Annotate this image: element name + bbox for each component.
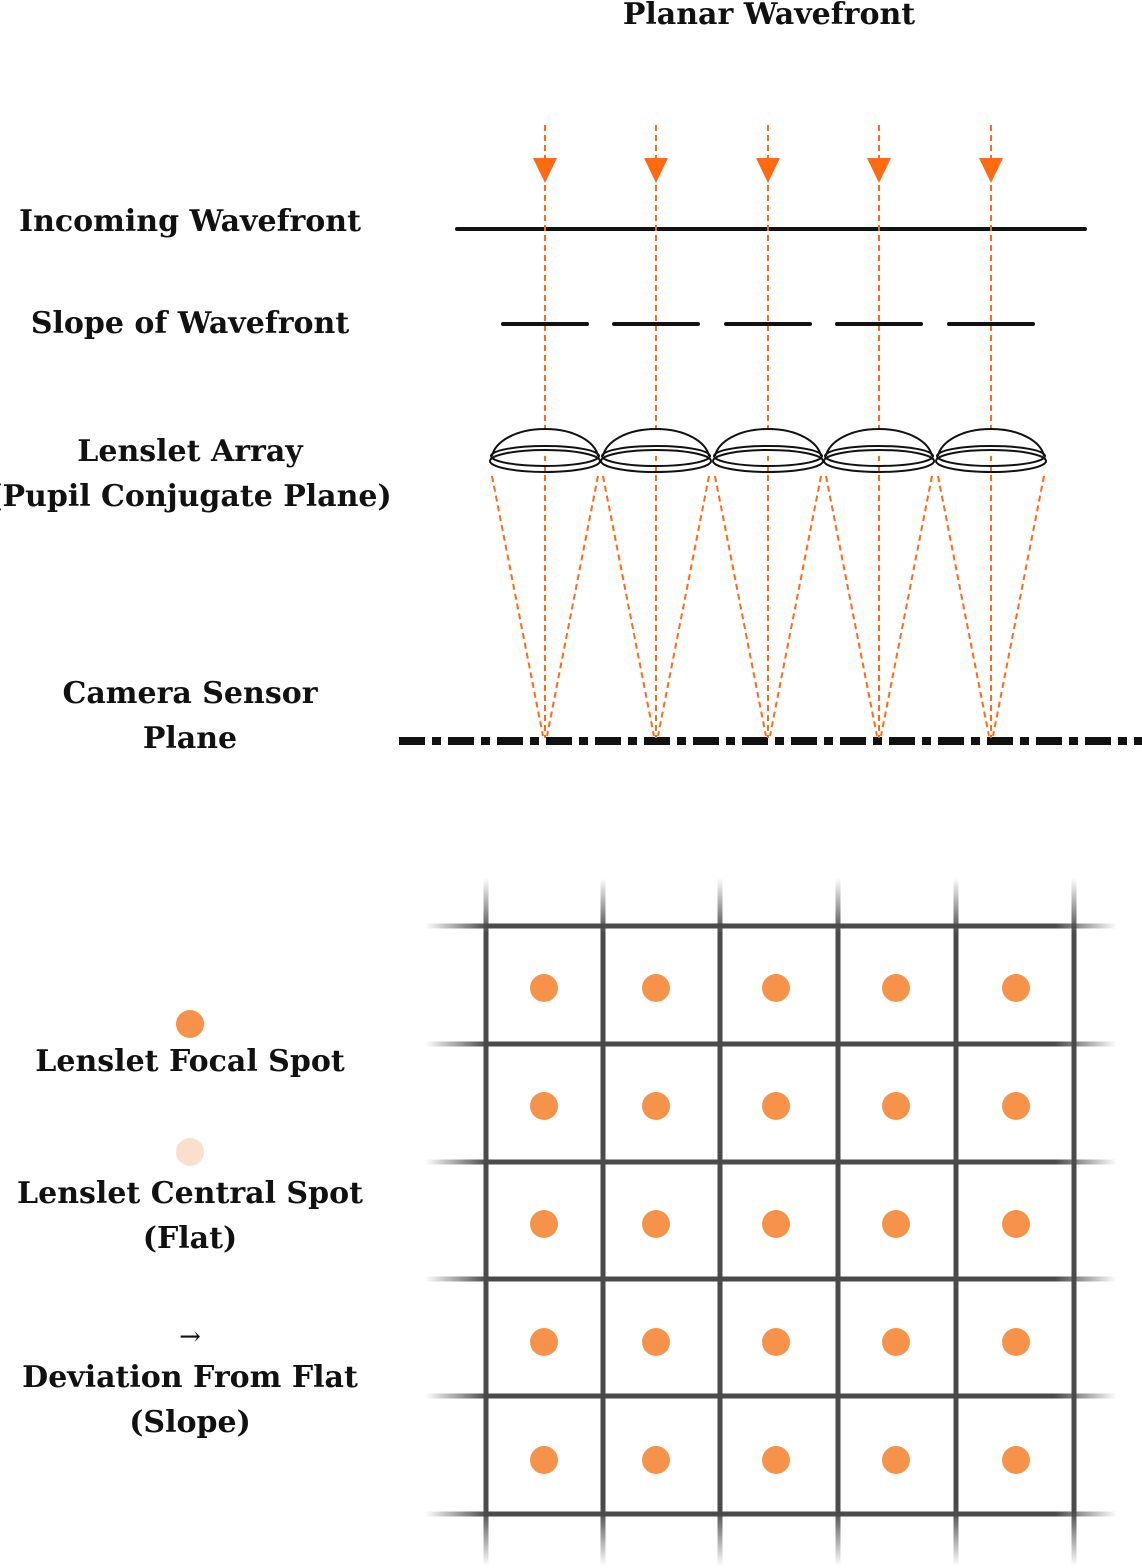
lenslet-focal-spot bbox=[1002, 1446, 1030, 1474]
lenslet-focal-spot bbox=[762, 1446, 790, 1474]
sensor-plane-label: Plane bbox=[143, 721, 237, 756]
grid-line-horizontal bbox=[425, 1276, 1117, 1282]
grid-line-vertical bbox=[953, 878, 959, 1566]
lenslet-focal-spot bbox=[762, 974, 790, 1002]
deviation-legend-label: Deviation From Flat bbox=[22, 1360, 358, 1395]
lenslet-focal-spot bbox=[882, 974, 910, 1002]
arrow-down-icon bbox=[756, 158, 780, 183]
grid-line-horizontal bbox=[425, 1041, 1117, 1047]
lenslet-array bbox=[489, 427, 1047, 473]
grid-line-horizontal bbox=[425, 1511, 1117, 1517]
lenslet-rim bbox=[601, 445, 711, 467]
lenslet-focal-spot bbox=[882, 1210, 910, 1238]
lenslet-focal-spot bbox=[762, 1210, 790, 1238]
focal-spots bbox=[530, 974, 1030, 1474]
slope-of-wavefront-label: Slope of Wavefront bbox=[31, 306, 350, 341]
lenslet-rim bbox=[713, 445, 823, 467]
lenslet-focal-spot bbox=[882, 1328, 910, 1356]
cone-ray bbox=[657, 475, 710, 737]
lenslet-base bbox=[600, 449, 712, 473]
cone-ray bbox=[714, 475, 767, 737]
camera-sensor-label: Camera Sensor bbox=[62, 676, 318, 711]
cone-ray bbox=[769, 475, 822, 737]
lenslet-dome bbox=[714, 427, 822, 457]
arrow-down-icon bbox=[644, 158, 668, 183]
slope-legend-label: (Slope) bbox=[129, 1405, 251, 1440]
central-spot-legend-label: Lenslet Central Spot bbox=[17, 1176, 363, 1211]
lenslet-focal-spot bbox=[1002, 1092, 1030, 1120]
arrow-down-icon bbox=[867, 158, 891, 183]
grid-line-vertical bbox=[717, 878, 723, 1566]
diagram-title: Planar Wavefront bbox=[623, 0, 915, 32]
lenslet bbox=[712, 427, 824, 473]
lenslet-base bbox=[935, 449, 1047, 473]
cone-ray bbox=[992, 475, 1045, 737]
grid-line-horizontal bbox=[425, 1393, 1117, 1399]
grid-line-vertical bbox=[1071, 878, 1077, 1566]
lenslet-rim bbox=[824, 445, 934, 467]
lenslet-dome bbox=[937, 427, 1045, 457]
cone-ray bbox=[880, 475, 933, 737]
pupil-conjugate-plane-label: (Pupil Conjugate Plane) bbox=[0, 479, 392, 514]
ray-layer bbox=[491, 125, 1045, 738]
lenslet-array-label: Lenslet Array bbox=[77, 434, 304, 469]
lenslet bbox=[823, 427, 935, 473]
lenslet-focal-spot bbox=[642, 1092, 670, 1120]
lenslet bbox=[935, 427, 1047, 473]
lenslet bbox=[489, 427, 601, 473]
lenslet-focal-spot bbox=[1002, 1210, 1030, 1238]
grid-line-vertical bbox=[600, 878, 606, 1566]
lenslet-focal-spot bbox=[762, 1092, 790, 1120]
lenslet-focal-spot bbox=[642, 974, 670, 1002]
cone-ray bbox=[825, 475, 878, 737]
lenslet-rim bbox=[490, 445, 600, 467]
focal-spot-legend-icon bbox=[176, 1010, 204, 1038]
lenslet bbox=[600, 427, 712, 473]
lenslet-focal-spot bbox=[642, 1446, 670, 1474]
sensor-grid bbox=[425, 878, 1117, 1566]
grid-line-horizontal bbox=[425, 923, 1117, 929]
lenslet-dome bbox=[825, 427, 933, 457]
lenslet-focal-spot bbox=[530, 1092, 558, 1120]
cone-ray bbox=[546, 475, 599, 737]
lenslet-focal-spot bbox=[1002, 1328, 1030, 1356]
focal-spot-legend-label: Lenslet Focal Spot bbox=[35, 1044, 345, 1079]
incoming-wavefront-label: Incoming Wavefront bbox=[19, 204, 361, 239]
lenslet-focal-spot bbox=[642, 1210, 670, 1238]
arrow-down-icon bbox=[533, 158, 557, 183]
central-spot-flat-label: (Flat) bbox=[143, 1221, 237, 1256]
arrow-down-icon bbox=[979, 158, 1003, 183]
lenslet-focal-spot bbox=[1002, 974, 1030, 1002]
lenslet-focal-spot bbox=[530, 1446, 558, 1474]
cone-ray bbox=[491, 475, 544, 737]
lenslet-focal-spot bbox=[642, 1328, 670, 1356]
lenslet-focal-spot bbox=[882, 1446, 910, 1474]
grid-line-vertical bbox=[483, 878, 489, 1566]
grid-line-horizontal bbox=[425, 1159, 1117, 1165]
central-spot-legend-icon bbox=[176, 1138, 204, 1166]
lenslet-focal-spot bbox=[762, 1328, 790, 1356]
lenslet-focal-spot bbox=[530, 974, 558, 1002]
grid-line-vertical bbox=[835, 878, 841, 1566]
cone-ray bbox=[602, 475, 655, 737]
lenslet-focal-spot bbox=[882, 1092, 910, 1120]
lenslet-focal-spot bbox=[530, 1328, 558, 1356]
lenslet-focal-spot bbox=[530, 1210, 558, 1238]
cone-ray bbox=[937, 475, 990, 737]
lenslet-dome bbox=[602, 427, 710, 457]
lenslet-base bbox=[823, 449, 935, 473]
lenslet-dome bbox=[491, 427, 599, 457]
lenslet-rim bbox=[936, 445, 1046, 467]
arrow-legend-icon: → bbox=[179, 1322, 201, 1352]
